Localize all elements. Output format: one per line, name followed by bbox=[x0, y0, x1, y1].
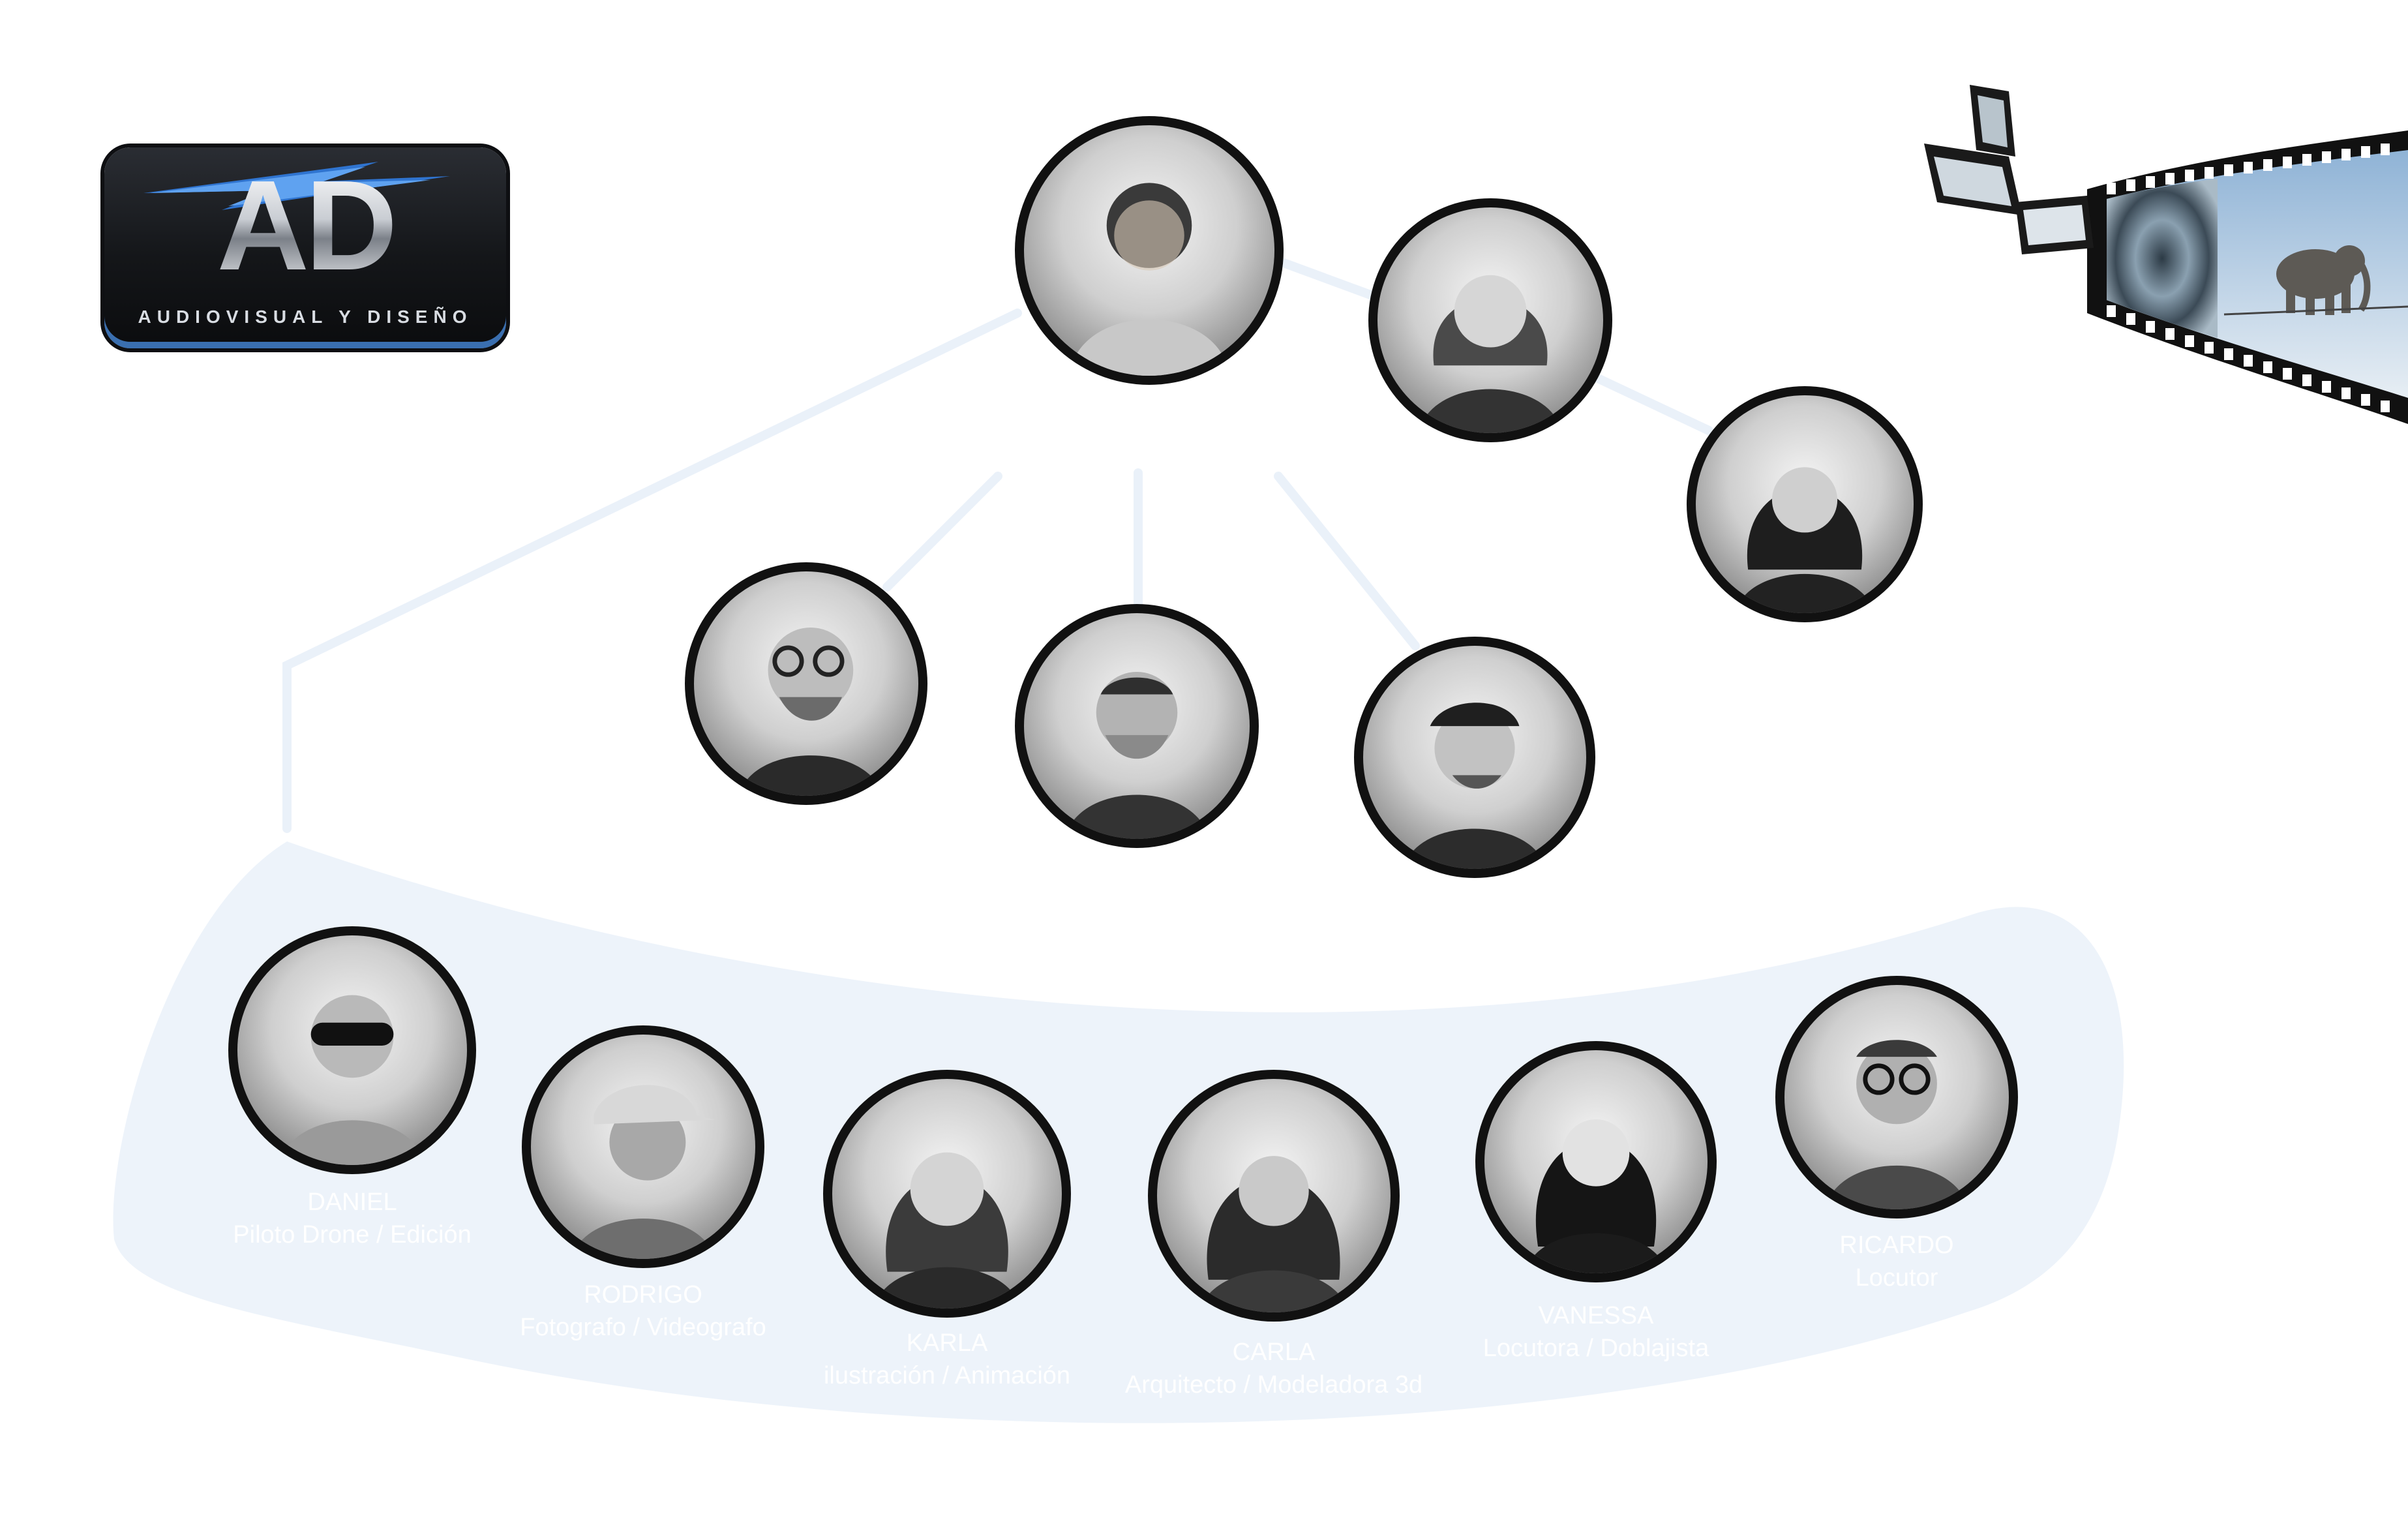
portrait-icon bbox=[1403, 703, 1546, 869]
avatar-animator bbox=[1354, 637, 1595, 878]
avatar-manager bbox=[1368, 198, 1612, 442]
member-caption: VANESSA Locutora / Doblajista bbox=[1433, 1299, 1759, 1365]
member-role: Locutor bbox=[1855, 1264, 1938, 1292]
member-caption: RODRIGO Fotografo / Videografo bbox=[480, 1279, 806, 1344]
portrait-icon bbox=[873, 1152, 1021, 1309]
member-role: Fotografo / Videografo bbox=[520, 1314, 766, 1341]
lightning-bolt-icon bbox=[143, 162, 450, 210]
avatar-editor bbox=[685, 562, 927, 805]
avatar-rodrigo bbox=[522, 1025, 764, 1268]
film-strip-image bbox=[1924, 85, 2408, 424]
portrait-icon bbox=[1735, 467, 1874, 613]
member-caption: RICARDO Locutor bbox=[1734, 1229, 2060, 1294]
connector-left bbox=[882, 472, 1002, 592]
member-role: Piloto Drone / Edición bbox=[233, 1221, 472, 1249]
portrait-icon bbox=[1418, 275, 1563, 433]
member-name: RODRIGO bbox=[584, 1281, 702, 1309]
avatar-designer bbox=[1015, 604, 1259, 848]
connector-to-panel bbox=[282, 309, 1022, 833]
member-role: Locutora / Doblajista bbox=[1482, 1335, 1709, 1362]
member-role: Arquitecto / Modeladora 3d bbox=[1124, 1371, 1423, 1399]
portrait-icon bbox=[571, 1085, 715, 1259]
avatar-carla bbox=[1148, 1070, 1400, 1322]
brand-logo: AD AUDIOVISUAL Y DISEÑO bbox=[104, 147, 506, 348]
portrait-icon bbox=[1824, 1040, 1969, 1209]
logo-subtitle: AUDIOVISUAL Y DISEÑO bbox=[138, 307, 473, 327]
avatar-producer bbox=[1687, 386, 1923, 622]
logo-mark: AD bbox=[104, 160, 506, 291]
portrait-icon bbox=[1069, 183, 1229, 376]
member-name: RICARDO bbox=[1839, 1232, 1954, 1259]
avatar-director bbox=[1015, 116, 1284, 385]
member-caption: KARLA ilustración / Animación bbox=[784, 1327, 1110, 1392]
avatar-ricardo bbox=[1775, 976, 2018, 1219]
connector-far-right bbox=[1593, 374, 1713, 435]
avatar-vanessa bbox=[1475, 1041, 1717, 1282]
portrait-icon bbox=[1199, 1156, 1349, 1312]
portrait-icon bbox=[738, 628, 882, 796]
member-role: ilustración / Animación bbox=[823, 1362, 1071, 1389]
connector-right bbox=[1274, 472, 1420, 650]
member-caption: CARLA Arquitecto / Modeladora 3d bbox=[1078, 1336, 1469, 1401]
member-caption: DANIEL Piloto Drone / Edición bbox=[189, 1186, 515, 1251]
avatar-daniel bbox=[228, 926, 476, 1174]
portrait-icon bbox=[1524, 1119, 1668, 1273]
portrait-icon bbox=[1064, 671, 1209, 839]
member-name: KARLA bbox=[906, 1329, 988, 1357]
member-name: CARLA bbox=[1232, 1339, 1316, 1366]
portrait-icon bbox=[278, 995, 426, 1165]
member-name: VANESSA bbox=[1538, 1302, 1654, 1329]
avatar-karla bbox=[823, 1070, 1071, 1318]
member-name: DANIEL bbox=[307, 1188, 397, 1216]
